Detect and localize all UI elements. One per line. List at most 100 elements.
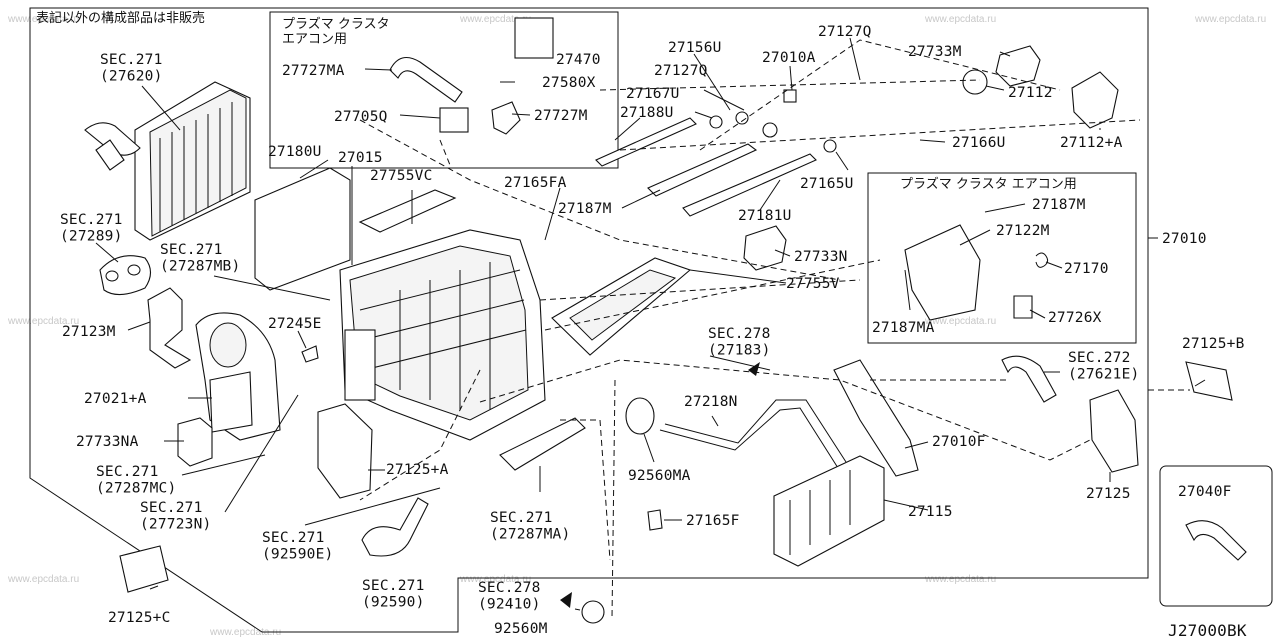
label-27112[interactable]: 27112 [1008,85,1053,101]
gear-27112-drawing [962,69,988,95]
label-27122m[interactable]: 27122M [996,223,1050,239]
label-27470[interactable]: 27470 [556,52,601,68]
label-27181u[interactable]: 27181U [738,208,792,224]
label-sec271-27289[interactable]: SEC.271(27289) [60,212,123,245]
grommet-92560ma-drawing [625,397,655,435]
screw-27165f-drawing [647,509,663,531]
blower-housing-drawing [195,312,281,441]
clip-27040f-drawing [1185,520,1247,561]
duct-27125-drawing [1089,389,1139,473]
label-27127q-a[interactable]: 27127Q [818,24,872,40]
plasma-box-right-title: プラズマ クラスタ エアコン用 [900,176,1077,192]
watermark: www.epcdata.ru [209,627,281,638]
label-27733na[interactable]: 27733NA [76,434,139,450]
label-27187m-a[interactable]: 27187M [558,201,612,217]
evaporator-drawing [84,81,251,241]
vent-27125b-drawing [1185,361,1233,401]
label-27125c[interactable]: 27125+C [108,610,171,626]
label-27125b[interactable]: 27125+B [1182,336,1245,352]
label-sec271-27723n[interactable]: SEC.271(27723N) [140,500,211,533]
label-sec272-27621e[interactable]: SEC.272(27621E) [1068,350,1139,383]
watermark: www.epcdata.ru [459,574,531,585]
note-not-sold-separately: 表記以外の構成部品は非販売 [36,10,205,26]
spring-27170-drawing [1035,252,1049,268]
label-27115[interactable]: 27115 [908,504,953,520]
label-sec271-92590[interactable]: SEC.271(92590) [362,578,425,611]
watermark: www.epcdata.ru [924,14,996,25]
label-27010[interactable]: 27010 [1162,231,1207,247]
label-27705q[interactable]: 27705Q [334,109,388,125]
label-27733n[interactable]: 27733N [794,249,848,265]
heater-core-drawing [773,455,885,567]
parts-drawings [84,17,1247,624]
resistor-drawing [177,417,213,467]
label-sec271-27287mb[interactable]: SEC.271(27287MB) [160,242,240,275]
label-27166u[interactable]: 27166U [952,135,1006,151]
label-27010f[interactable]: 27010F [932,434,986,450]
label-sec271-27287ma[interactable]: SEC.271(27287MA) [490,510,570,543]
part-27726x-drawing [1013,295,1033,319]
clip-27165u-drawing [823,139,837,153]
label-92560m[interactable]: 92560M [494,621,548,637]
vent-27125c-drawing [119,545,169,593]
label-27170[interactable]: 27170 [1064,261,1109,277]
bracket-27112a-drawing [1071,71,1119,129]
grommet-drawing [99,255,152,296]
label-27156u[interactable]: 27156U [668,40,722,56]
watermark: www.epcdata.ru [459,14,531,25]
label-sec278-27183[interactable]: SEC.278(27183) [708,326,771,359]
plasma-cluster-unit-drawing [904,224,981,321]
label-27125a[interactable]: 27125+A [386,462,449,478]
label-27165u[interactable]: 27165U [800,176,854,192]
heater-pipe-drawing [659,399,847,469]
watermark: www.epcdata.ru [924,574,996,585]
heater-housing-drawing [339,229,546,441]
label-27112a[interactable]: 27112+A [1060,135,1123,151]
actuator-27733m-drawing [995,45,1041,87]
label-27727ma[interactable]: 27727MA [282,63,345,79]
hose-92590e-drawing [361,497,429,557]
label-27187ma[interactable]: 27187MA [872,320,935,336]
label-27755vc[interactable]: 27755VC [370,168,433,184]
label-27187m-b[interactable]: 27187M [1032,197,1086,213]
label-27726x[interactable]: 27726X [1048,310,1102,326]
label-27021a[interactable]: 27021+A [84,391,147,407]
grommet-92560m-drawing [581,600,605,624]
label-27188u[interactable]: 27188U [620,105,674,121]
label-sec271-92590e[interactable]: SEC.271(92590E) [262,530,333,563]
label-27580x[interactable]: 27580X [542,75,596,91]
filter-cover-drawing [254,167,351,291]
duct-27010f-drawing [833,359,919,477]
label-27218n[interactable]: 27218N [684,394,738,410]
actuator-27733n-drawing [743,225,787,271]
assembly-outline [29,7,1149,633]
label-sec278-92410[interactable]: SEC.278(92410) [478,580,541,613]
label-27733m[interactable]: 27733M [908,44,962,60]
label-27180u[interactable]: 27180U [268,144,322,160]
label-27165fa[interactable]: 27165FA [504,175,567,191]
label-27755v[interactable]: 27755V [786,276,840,292]
watermark: www.epcdata.ru [1194,14,1266,25]
part-labels: 表記以外の構成部品は非販売 プラズマ クラスタエアコン用 プラズマ クラスタ エ… [36,10,1247,640]
label-27040f[interactable]: 27040F [1178,484,1232,500]
part-27040f-box [1159,465,1273,607]
ioniser-27470-drawing [514,17,554,59]
diagram-code: J27000BK [1168,621,1247,640]
bracket-27123m-drawing [147,287,192,369]
label-27123m[interactable]: 27123M [62,324,116,340]
label-27125[interactable]: 27125 [1086,486,1131,502]
arrow-icon [560,592,572,608]
label-27245e[interactable]: 27245E [268,316,322,332]
plasma-box-top-title: プラズマ クラスタエアコン用 [282,16,390,47]
label-27010a[interactable]: 27010A [762,50,816,66]
label-27167u[interactable]: 27167U [626,86,680,102]
hose-27621e-drawing [1001,355,1057,403]
label-27727m[interactable]: 27727M [534,108,588,124]
label-27015[interactable]: 27015 [338,150,383,166]
label-sec271-27620[interactable]: SEC.271(27620) [100,52,163,85]
label-27127q-b[interactable]: 27127Q [654,63,708,79]
label-27165f[interactable]: 27165F [686,513,740,529]
label-sec271-27287mc[interactable]: SEC.271(27287MC) [96,464,176,497]
label-92560ma[interactable]: 92560MA [628,468,691,484]
